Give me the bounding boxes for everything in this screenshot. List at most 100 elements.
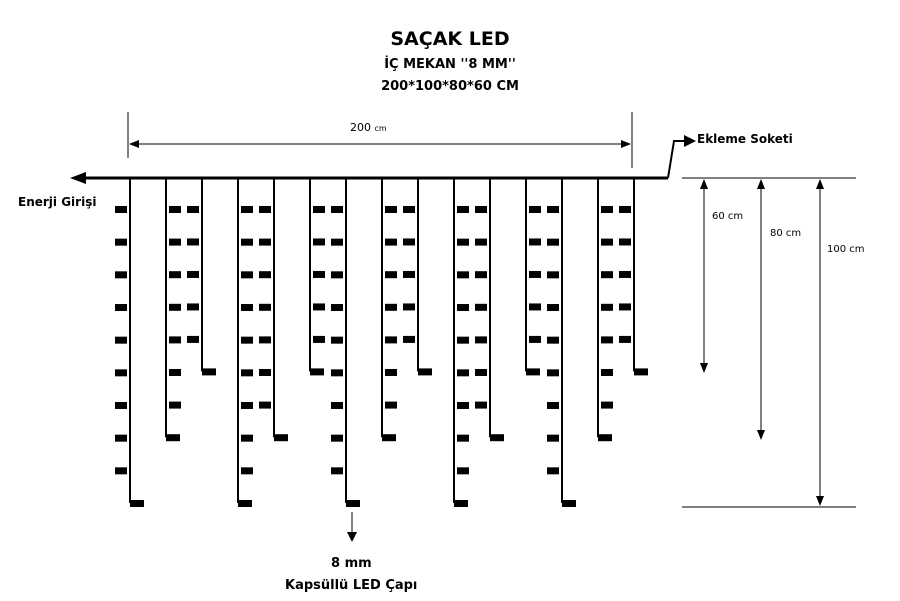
led-bulb xyxy=(547,402,559,409)
led-bulb xyxy=(169,401,181,409)
sizes-label: 200*100*80*60 CM xyxy=(381,79,519,94)
led-bulb xyxy=(475,271,487,279)
led-bulb xyxy=(187,238,199,246)
led-bulb xyxy=(259,303,271,311)
led-bulb xyxy=(259,401,271,409)
led-bulb xyxy=(475,401,487,409)
led-bulb xyxy=(601,303,613,311)
led-bulb xyxy=(475,303,487,311)
led-pointer-arrow xyxy=(347,532,357,542)
led-bulb xyxy=(403,303,415,311)
led-bulb xyxy=(241,304,253,311)
led-bulb xyxy=(403,270,415,278)
width-label: 200 cm xyxy=(350,121,387,134)
led-bulb xyxy=(187,270,199,278)
led-bulb xyxy=(529,270,541,278)
led-bulb xyxy=(457,434,469,442)
led-bulb xyxy=(313,335,325,343)
led-bulb xyxy=(601,271,613,279)
led-bulb xyxy=(274,434,288,442)
led-bulb xyxy=(238,500,252,507)
led-bulb xyxy=(331,271,343,279)
led-bulb xyxy=(385,238,397,246)
led-bulb xyxy=(547,304,559,311)
led-bulb xyxy=(241,402,253,409)
led-bulb xyxy=(385,401,397,409)
led-bulb xyxy=(169,303,181,311)
led-bulb xyxy=(547,206,559,213)
led-bulb xyxy=(634,368,648,376)
led-bulb xyxy=(619,206,631,213)
socket-connector-line xyxy=(667,140,684,179)
dim-80-label: 80 cm xyxy=(770,228,802,239)
led-bulb xyxy=(529,335,541,343)
page-title: SAÇAK LED xyxy=(390,28,510,50)
led-bulb xyxy=(562,500,576,507)
led-bulb xyxy=(202,368,216,376)
led-bulb xyxy=(241,238,253,246)
led-bulb xyxy=(331,304,343,311)
led-bulb xyxy=(475,369,487,376)
led-bulb xyxy=(385,369,397,376)
led-bulb xyxy=(241,369,253,377)
led-bulb xyxy=(547,467,559,475)
led-bulb xyxy=(313,238,325,246)
led-bulb xyxy=(475,206,487,213)
led-bulb xyxy=(115,336,127,344)
led-bulb xyxy=(115,402,127,409)
led-bulb xyxy=(457,238,469,246)
led-bulb xyxy=(619,335,631,343)
led-bulb xyxy=(403,238,415,246)
led-bulb xyxy=(331,434,343,442)
led-bulb xyxy=(619,270,631,278)
led-bulb xyxy=(187,335,199,343)
socket-label: Ekleme Soketi xyxy=(697,132,793,146)
led-bulb xyxy=(187,303,199,311)
led-bulb xyxy=(331,336,343,344)
led-bulb xyxy=(457,402,469,409)
led-bulb xyxy=(601,401,613,409)
led-bulb xyxy=(547,271,559,279)
led-description: Kapsüllü LED Çapı xyxy=(285,578,418,593)
led-bulb xyxy=(115,434,127,442)
power-input-arrow xyxy=(70,172,86,184)
led-bulb xyxy=(331,238,343,246)
led-size-label: 8 mm xyxy=(331,556,372,571)
led-bulb xyxy=(475,238,487,246)
led-bulb xyxy=(130,500,144,507)
width-value: 200 xyxy=(350,121,371,134)
led-bulb xyxy=(385,336,397,344)
led-bulb xyxy=(259,238,271,246)
led-bulb xyxy=(403,335,415,343)
led-bulb xyxy=(529,206,541,213)
led-bulb xyxy=(169,238,181,246)
led-bulb xyxy=(454,500,468,507)
led-bulb xyxy=(241,467,253,475)
led-bulb xyxy=(385,303,397,311)
led-bulb xyxy=(313,303,325,311)
led-bulb xyxy=(385,271,397,279)
led-bulb xyxy=(241,434,253,442)
led-bulb xyxy=(598,434,612,442)
led-bulb xyxy=(529,238,541,246)
socket-arrow xyxy=(684,135,696,147)
led-bulb xyxy=(115,304,127,311)
led-bulb xyxy=(526,368,540,376)
led-bulb xyxy=(115,206,127,213)
led-bulb xyxy=(403,206,415,213)
led-bulb xyxy=(241,336,253,344)
led-bulb xyxy=(619,303,631,311)
led-bulb xyxy=(259,271,271,279)
led-bulb xyxy=(601,336,613,344)
led-bulb xyxy=(475,336,487,344)
led-bulb xyxy=(346,500,360,507)
page-subtitle: İÇ MEKAN ''8 MM'' xyxy=(384,57,516,72)
led-bulb xyxy=(169,271,181,279)
led-bulb xyxy=(382,434,396,442)
led-bulb xyxy=(331,402,343,409)
dim-100-label: 100 cm xyxy=(827,244,865,255)
led-bulb xyxy=(169,336,181,344)
led-bulb xyxy=(547,238,559,246)
led-bulb xyxy=(601,238,613,246)
led-bulb xyxy=(259,369,271,376)
